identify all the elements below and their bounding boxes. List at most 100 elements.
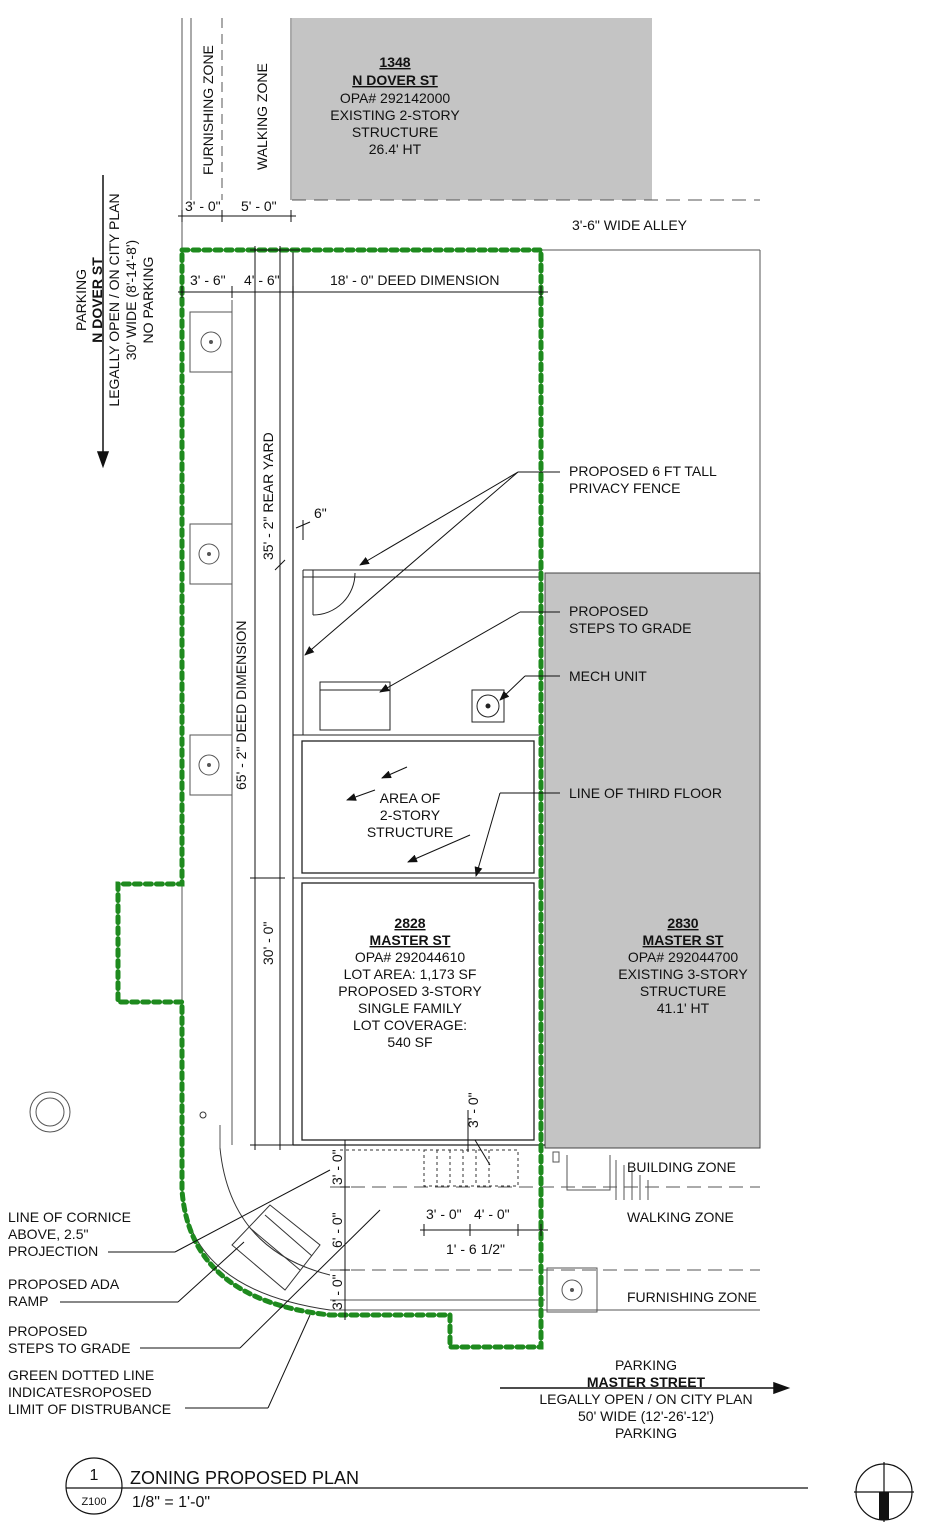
master-street-label: PARKING MASTER STREET LEGALLY OPEN / ON … bbox=[539, 1357, 752, 1441]
two-story-3: STRUCTURE bbox=[367, 824, 453, 840]
neighbor-height: 41.1' HT bbox=[657, 1000, 710, 1016]
callout-leaders bbox=[60, 471, 560, 1409]
subject-cov1: LOT COVERAGE: bbox=[353, 1017, 467, 1033]
title-block: 1 Z100 ZONING PROPOSED PLAN 1/8" = 1'-0" bbox=[65, 1457, 808, 1515]
fence-callout-1: PROPOSED 6 FT TALL bbox=[569, 463, 717, 479]
north-building-desc1: EXISTING 2-STORY bbox=[330, 107, 460, 123]
master-l1: PARKING bbox=[615, 1357, 677, 1373]
walking-zone-bottom: WALKING ZONE bbox=[627, 1209, 734, 1225]
cornice-note-2: ABOVE, 2.5" bbox=[8, 1226, 88, 1242]
sheet-ref: Z100 bbox=[81, 1496, 106, 1508]
dover-l1: PARKING bbox=[73, 269, 89, 331]
neighbor-street: MASTER ST bbox=[643, 932, 724, 948]
cornice-note-1: LINE OF CORNICE bbox=[8, 1209, 131, 1225]
dim-lot-walk: 4' - 6" bbox=[244, 272, 280, 288]
third-floor-callout: LINE OF THIRD FLOOR bbox=[569, 785, 722, 801]
limit-of-disturbance-line bbox=[115, 247, 544, 1350]
neighbor-label: 2830 MASTER ST OPA# 292044700 EXISTING 3… bbox=[618, 915, 748, 1016]
north-arrow-icon bbox=[854, 1462, 914, 1522]
neighbor-desc1: EXISTING 3-STORY bbox=[618, 966, 748, 982]
subject-number: 2828 bbox=[394, 915, 425, 931]
subject-area: LOT AREA: 1,173 SF bbox=[344, 966, 477, 982]
green-note-1: GREEN DOTTED LINE bbox=[8, 1367, 154, 1383]
north-building-street: N DOVER ST bbox=[352, 72, 438, 88]
dim-steps-width: 3' - 0" bbox=[426, 1206, 462, 1222]
steps-callout-1: PROPOSED bbox=[569, 603, 648, 619]
dim-b3a: 3' - 0" bbox=[329, 1149, 345, 1185]
neighbor-desc2: STRUCTURE bbox=[640, 983, 726, 999]
dim-six-inch: 6" bbox=[314, 505, 327, 521]
steps-callout-2: STEPS TO GRADE bbox=[569, 620, 691, 636]
tree-icon bbox=[29, 1091, 71, 1133]
north-building-opa: OPA# 292142000 bbox=[340, 90, 450, 106]
master-sidewalk-lines bbox=[330, 1151, 760, 1313]
ada-note-1: PROPOSED ADA bbox=[8, 1276, 120, 1292]
master-l5: PARKING bbox=[615, 1425, 677, 1441]
steps-note-2: STEPS TO GRADE bbox=[8, 1340, 130, 1356]
furnishing-zone-top: FURNISHING ZONE bbox=[200, 45, 216, 175]
left-notes: LINE OF CORNICE ABOVE, 2.5" PROJECTION P… bbox=[8, 1209, 171, 1417]
dim-furnishing: 3' - 0" bbox=[185, 198, 221, 214]
dover-sidewalk-lines bbox=[181, 18, 292, 1148]
mech-unit-icon bbox=[471, 689, 505, 723]
steps-callout: PROPOSED STEPS TO GRADE bbox=[569, 603, 691, 636]
dim-steps-gap: 4' - 0" bbox=[474, 1206, 510, 1222]
neighbor-opa: OPA# 292044700 bbox=[628, 949, 738, 965]
subject-street: MASTER ST bbox=[370, 932, 451, 948]
dim-walking: 5' - 0" bbox=[241, 198, 277, 214]
building-zone-bottom: BUILDING ZONE bbox=[627, 1159, 736, 1175]
furnishing-zone-bottom: FURNISHING ZONE bbox=[627, 1289, 757, 1305]
dimension-lines bbox=[178, 210, 548, 1320]
dover-street-label: PARKING N DOVER ST LEGALLY OPEN / ON CIT… bbox=[73, 193, 156, 406]
steps-note-1: PROPOSED bbox=[8, 1323, 87, 1339]
green-note-2: INDICATESROPOSED bbox=[8, 1384, 152, 1400]
front-steps bbox=[423, 1149, 519, 1187]
two-story-1: AREA OF bbox=[380, 790, 441, 806]
drawing-scale: 1/8" = 1'-0" bbox=[132, 1494, 210, 1511]
street-arrow-icon bbox=[96, 175, 791, 1395]
north-building-number: 1348 bbox=[379, 54, 410, 70]
north-building-desc2: STRUCTURE bbox=[352, 124, 438, 140]
dim-b3b: 3' - 0" bbox=[329, 1274, 345, 1310]
master-l3: LEGALLY OPEN / ON CITY PLAN bbox=[539, 1391, 752, 1407]
subject-label: 2828 MASTER ST OPA# 292044610 LOT AREA: … bbox=[338, 915, 482, 1050]
dim-deed-depth: 65' - 2" DEED DIMENSION bbox=[233, 621, 249, 790]
proposed-building bbox=[293, 569, 540, 1141]
two-story-label: AREA OF 2-STORY STRUCTURE bbox=[367, 790, 453, 840]
dover-l2: N DOVER ST bbox=[89, 257, 105, 343]
walking-zone-top: WALKING ZONE bbox=[254, 63, 270, 170]
dim-rear-yard: 35' - 2" REAR YARD bbox=[260, 432, 276, 560]
dover-l4: 30' WIDE (8'-14'-8') bbox=[123, 240, 139, 360]
dim-lot-left: 3' - 6" bbox=[190, 272, 226, 288]
drawing-title: ZONING PROPOSED PLAN bbox=[130, 1468, 359, 1488]
fence-callout-2: PRIVACY FENCE bbox=[569, 480, 681, 496]
mech-callout: MECH UNIT bbox=[569, 668, 647, 684]
dim-steps-proj: 3' - 0" bbox=[465, 1092, 481, 1128]
dover-tree-pits bbox=[189, 311, 233, 796]
master-l4: 50' WIDE (12'-26'-12') bbox=[578, 1408, 714, 1424]
neighbor-number: 2830 bbox=[667, 915, 698, 931]
lot-boundary bbox=[292, 250, 545, 1146]
alley-lines bbox=[292, 199, 761, 573]
master-l2: MASTER STREET bbox=[587, 1374, 706, 1390]
green-note-3: LIMIT OF DISTRUBANCE bbox=[8, 1401, 171, 1417]
ada-note-2: RAMP bbox=[8, 1293, 48, 1309]
dim-building-depth: 30' - 0" bbox=[260, 922, 276, 965]
alley-label: 3'-6" WIDE ALLEY bbox=[572, 217, 688, 233]
dover-l3: LEGALLY OPEN / ON CITY PLAN bbox=[106, 193, 122, 406]
neighbor-building bbox=[544, 572, 761, 1149]
cornice-note-3: PROJECTION bbox=[8, 1243, 98, 1259]
dover-l5: NO PARKING bbox=[140, 257, 156, 344]
subject-opa: OPA# 292044610 bbox=[355, 949, 465, 965]
dim-steps-offset: 1' - 6 1/2" bbox=[446, 1241, 505, 1257]
subject-cov2: 540 SF bbox=[387, 1034, 432, 1050]
drawing-number: 1 bbox=[90, 1467, 99, 1484]
two-story-2: 2-STORY bbox=[380, 807, 441, 823]
dim-b6: 6' - 0" bbox=[329, 1212, 345, 1248]
fence-callout: PROPOSED 6 FT TALL PRIVACY FENCE bbox=[569, 463, 717, 496]
north-building bbox=[292, 18, 652, 200]
subject-desc2: SINGLE FAMILY bbox=[358, 1000, 463, 1016]
subject-desc1: PROPOSED 3-STORY bbox=[338, 983, 482, 999]
north-building-label: 1348 N DOVER ST OPA# 292142000 EXISTING … bbox=[330, 54, 460, 157]
